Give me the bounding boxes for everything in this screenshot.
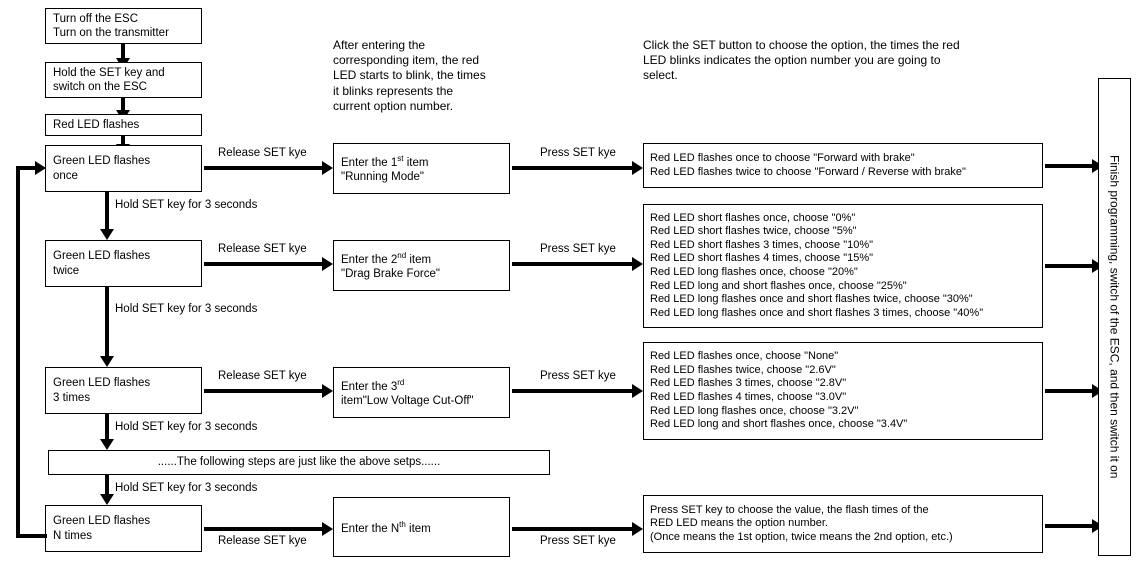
arrow-options1-to-finish (1045, 159, 1103, 173)
item-box-2: Enter the 2nd item "Drag Brake Force" (333, 240, 510, 291)
state-box-3-line2: 3 times (53, 391, 91, 404)
start-box-2-line2: switch on the ESC (53, 81, 147, 93)
options-box-4: Press SET key to choose the value, the f… (643, 495, 1043, 553)
item-box-1: Enter the 1st item "Running Mode" (333, 143, 510, 194)
options-box-3: Red LED flashes once, choose "None" Red … (643, 342, 1043, 440)
release-label-1: Release SET kye (218, 147, 307, 159)
options-box-1: Red LED flashes once to choose "Forward … (643, 143, 1043, 188)
arrow-options4-to-finish (1045, 519, 1103, 533)
options-box-1-line-1: Red LED flashes once to choose "Forward … (650, 151, 915, 164)
arrow-options2-to-finish (1045, 259, 1103, 273)
arrow-item3-to-options3 (512, 384, 643, 398)
finish-text: Finish programming, switch of the ESC, a… (1107, 155, 1122, 479)
state-box-2-line2: twice (53, 264, 80, 277)
options-box-3-line-1: Red LED flashes once, choose "None" (650, 350, 839, 363)
loop-vertical-segment (16, 168, 20, 538)
ellipsis-step-box: ......The following steps are just like … (48, 450, 550, 475)
item-box-4: Enter the Nth item (333, 497, 510, 557)
state-box-2-line1: Green LED flashes (53, 250, 151, 262)
options-box-4-line-1: Press SET key to choose the value, the f… (650, 503, 929, 516)
arrow-state2-to-item2 (204, 257, 333, 271)
press-label-2: Press SET kye (540, 243, 616, 255)
options-box-2: Red LED short flashes once, choose "0%" … (643, 204, 1043, 328)
state-box-3-line1: Green LED flashes (53, 377, 151, 389)
start-box-1-line1: Turn off the ESC (53, 12, 139, 25)
arrow-item4-to-options4 (512, 522, 643, 536)
state-box-1: Green LED flashes once (45, 145, 202, 192)
arrow-start3-to-state1 (116, 136, 130, 155)
item-box-3: Enter the 3rd item"Low Voltage Cut-Off" (333, 367, 510, 418)
start-box-2: Hold the SET key and switch on the ESC (45, 62, 202, 98)
finish-box: Finish programming, switch of the ESC, a… (1098, 78, 1131, 556)
press-label-4: Press SET kye (540, 535, 616, 547)
state-box-4-line1: Green LED flashes (53, 515, 151, 527)
arrow-start2-to-start3 (116, 98, 130, 121)
hold-label-2: Hold SET key for 3 seconds (115, 303, 258, 315)
options-box-2-line-7: Red LED long flashes once and short flas… (650, 293, 973, 306)
arrow-item2-to-options2 (512, 257, 643, 271)
release-label-4: Release SET kye (218, 535, 307, 547)
item-box-2-line1: Enter the 2nd item (341, 251, 432, 266)
hold-label-1: Hold SET key for 3 seconds (115, 199, 258, 211)
arrow-ellipsis-to-state4 (100, 475, 114, 505)
state-box-4: Green LED flashes N times (45, 505, 202, 552)
state-box-1-line1: Green LED flashes (53, 155, 151, 167)
item-box-3-line2: item"Low Voltage Cut-Off" (341, 395, 474, 408)
state-box-2: Green LED flashes twice (45, 240, 202, 287)
press-label-3: Press SET kye (540, 370, 616, 382)
options-box-3-line-3: Red LED flashes 3 times, choose "2.8V" (650, 377, 847, 390)
options-box-2-line-3: Red LED short flashes 3 times, choose "1… (650, 238, 874, 251)
options-box-4-line-3: (Once means the 1st option, twice means … (650, 530, 953, 543)
options-box-3-line-2: Red LED flashes twice, choose "2.6V" (650, 363, 836, 376)
arrow-state4-to-item4 (204, 522, 333, 536)
options-box-2-line-2: Red LED short flashes twice, choose "5%" (650, 225, 857, 238)
note-right: Click the SET button to choose the optio… (643, 38, 960, 83)
arrow-state1-to-state2 (100, 192, 114, 240)
start-box-1-line2: Turn on the transmitter (53, 27, 169, 39)
hold-label-3: Hold SET key for 3 seconds (115, 421, 258, 433)
options-box-2-line-5: Red LED long flashes once, choose "20%" (650, 266, 858, 278)
arrow-state2-to-state3 (100, 287, 114, 367)
arrow-options3-to-finish (1045, 384, 1103, 398)
item-box-4-line1: Enter the Nth item (341, 519, 431, 535)
arrow-state1-to-item1 (204, 161, 333, 175)
note-middle: After entering the corresponding item, t… (333, 38, 486, 113)
item-box-1-line1: Enter the 1st item (341, 154, 429, 169)
options-box-3-line-5: Red LED long flashes once, choose "3.2V" (650, 404, 859, 417)
options-box-3-line-6: Red LED long and short flashes once, cho… (650, 418, 908, 431)
release-label-2: Release SET kye (218, 243, 307, 255)
options-box-4-line-2: RED LED means the option number. (650, 517, 828, 530)
item-box-3-line1: Enter the 3rd (341, 378, 405, 393)
start-box-3-line1: Red LED flashes (53, 118, 140, 131)
start-box-3: Red LED flashes (45, 114, 202, 136)
start-box-1: Turn off the ESC Turn on the transmitter (45, 8, 202, 44)
options-box-2-line-1: Red LED short flashes once, choose "0%" (650, 211, 856, 224)
release-label-3: Release SET kye (218, 370, 307, 382)
arrow-start1-to-start2 (116, 44, 130, 69)
press-label-1: Press SET kye (540, 147, 616, 159)
arrow-state3-to-ellipsis (100, 414, 114, 450)
arrow-state3-to-item3 (204, 384, 333, 398)
options-box-2-line-8: Red LED long flashes once and short flas… (650, 306, 984, 319)
arrow-item1-to-options1 (512, 161, 643, 175)
hold-label-4: Hold SET key for 3 seconds (115, 482, 258, 494)
state-box-4-line2: N times (53, 529, 92, 542)
item-box-2-line2: "Drag Brake Force" (341, 268, 440, 281)
loop-arrow-into-state1 (16, 161, 46, 175)
options-box-3-line-4: Red LED flashes 4 times, choose "3.0V" (650, 391, 847, 403)
start-box-2-line1: Hold the SET key and (53, 66, 165, 79)
state-box-3: Green LED flashes 3 times (45, 367, 202, 414)
state-box-1-line2: once (53, 169, 78, 182)
options-box-1-line-2: Red LED flashes twice to choose "Forward… (650, 165, 966, 178)
options-box-2-line-4: Red LED short flashes 4 times, choose "1… (650, 252, 874, 265)
options-box-2-line-6: Red LED long and short flashes once, cho… (650, 279, 907, 292)
loop-bottom-segment (16, 534, 47, 538)
item-box-1-line2: "Running Mode" (341, 171, 424, 184)
ellipsis-step-text: ......The following steps are just like … (157, 456, 441, 469)
